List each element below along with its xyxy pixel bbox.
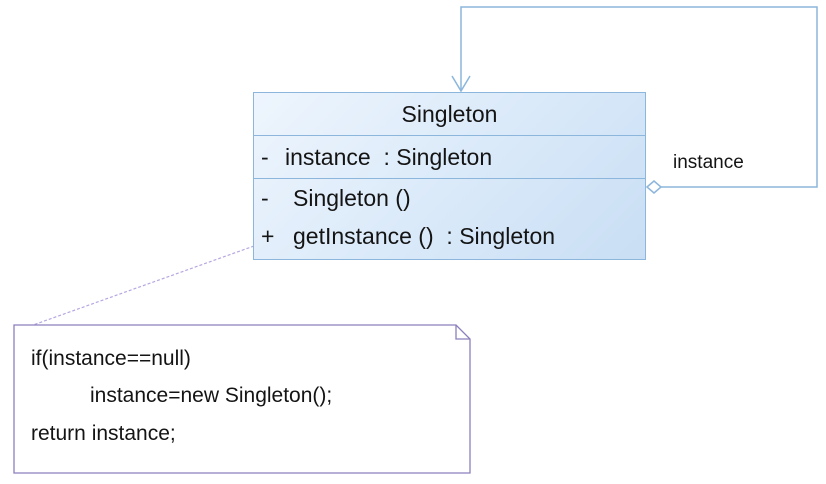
class-name: Singleton [254,93,645,136]
association-role-label: instance [673,152,744,173]
aggregation-diamond [645,180,663,194]
operation-visibility: - [261,185,269,211]
singleton-class[interactable]: Singleton - instance : Singleton - Singl… [253,92,646,260]
note-line: if(instance==null) [31,347,191,370]
operations-compartment: - Singleton () + getInstance () : Single… [254,179,645,261]
note-anchor-line [21,245,255,330]
operation-constructor: Singleton () [293,185,411,211]
note-line: return instance; [31,422,176,445]
self-association-line [460,6,818,188]
operation-visibility: + [261,223,275,249]
navigation-arrowhead [451,75,471,93]
note-shape [13,324,471,474]
attributes-compartment: - instance : Singleton [254,136,645,179]
attribute-instance: instance : Singleton [285,144,493,170]
note-folded-corner [455,325,470,340]
operation-get-instance: getInstance () : Singleton [293,223,556,249]
attribute-visibility: - [261,144,269,170]
note-line: instance=new Singleton(); [90,384,333,407]
